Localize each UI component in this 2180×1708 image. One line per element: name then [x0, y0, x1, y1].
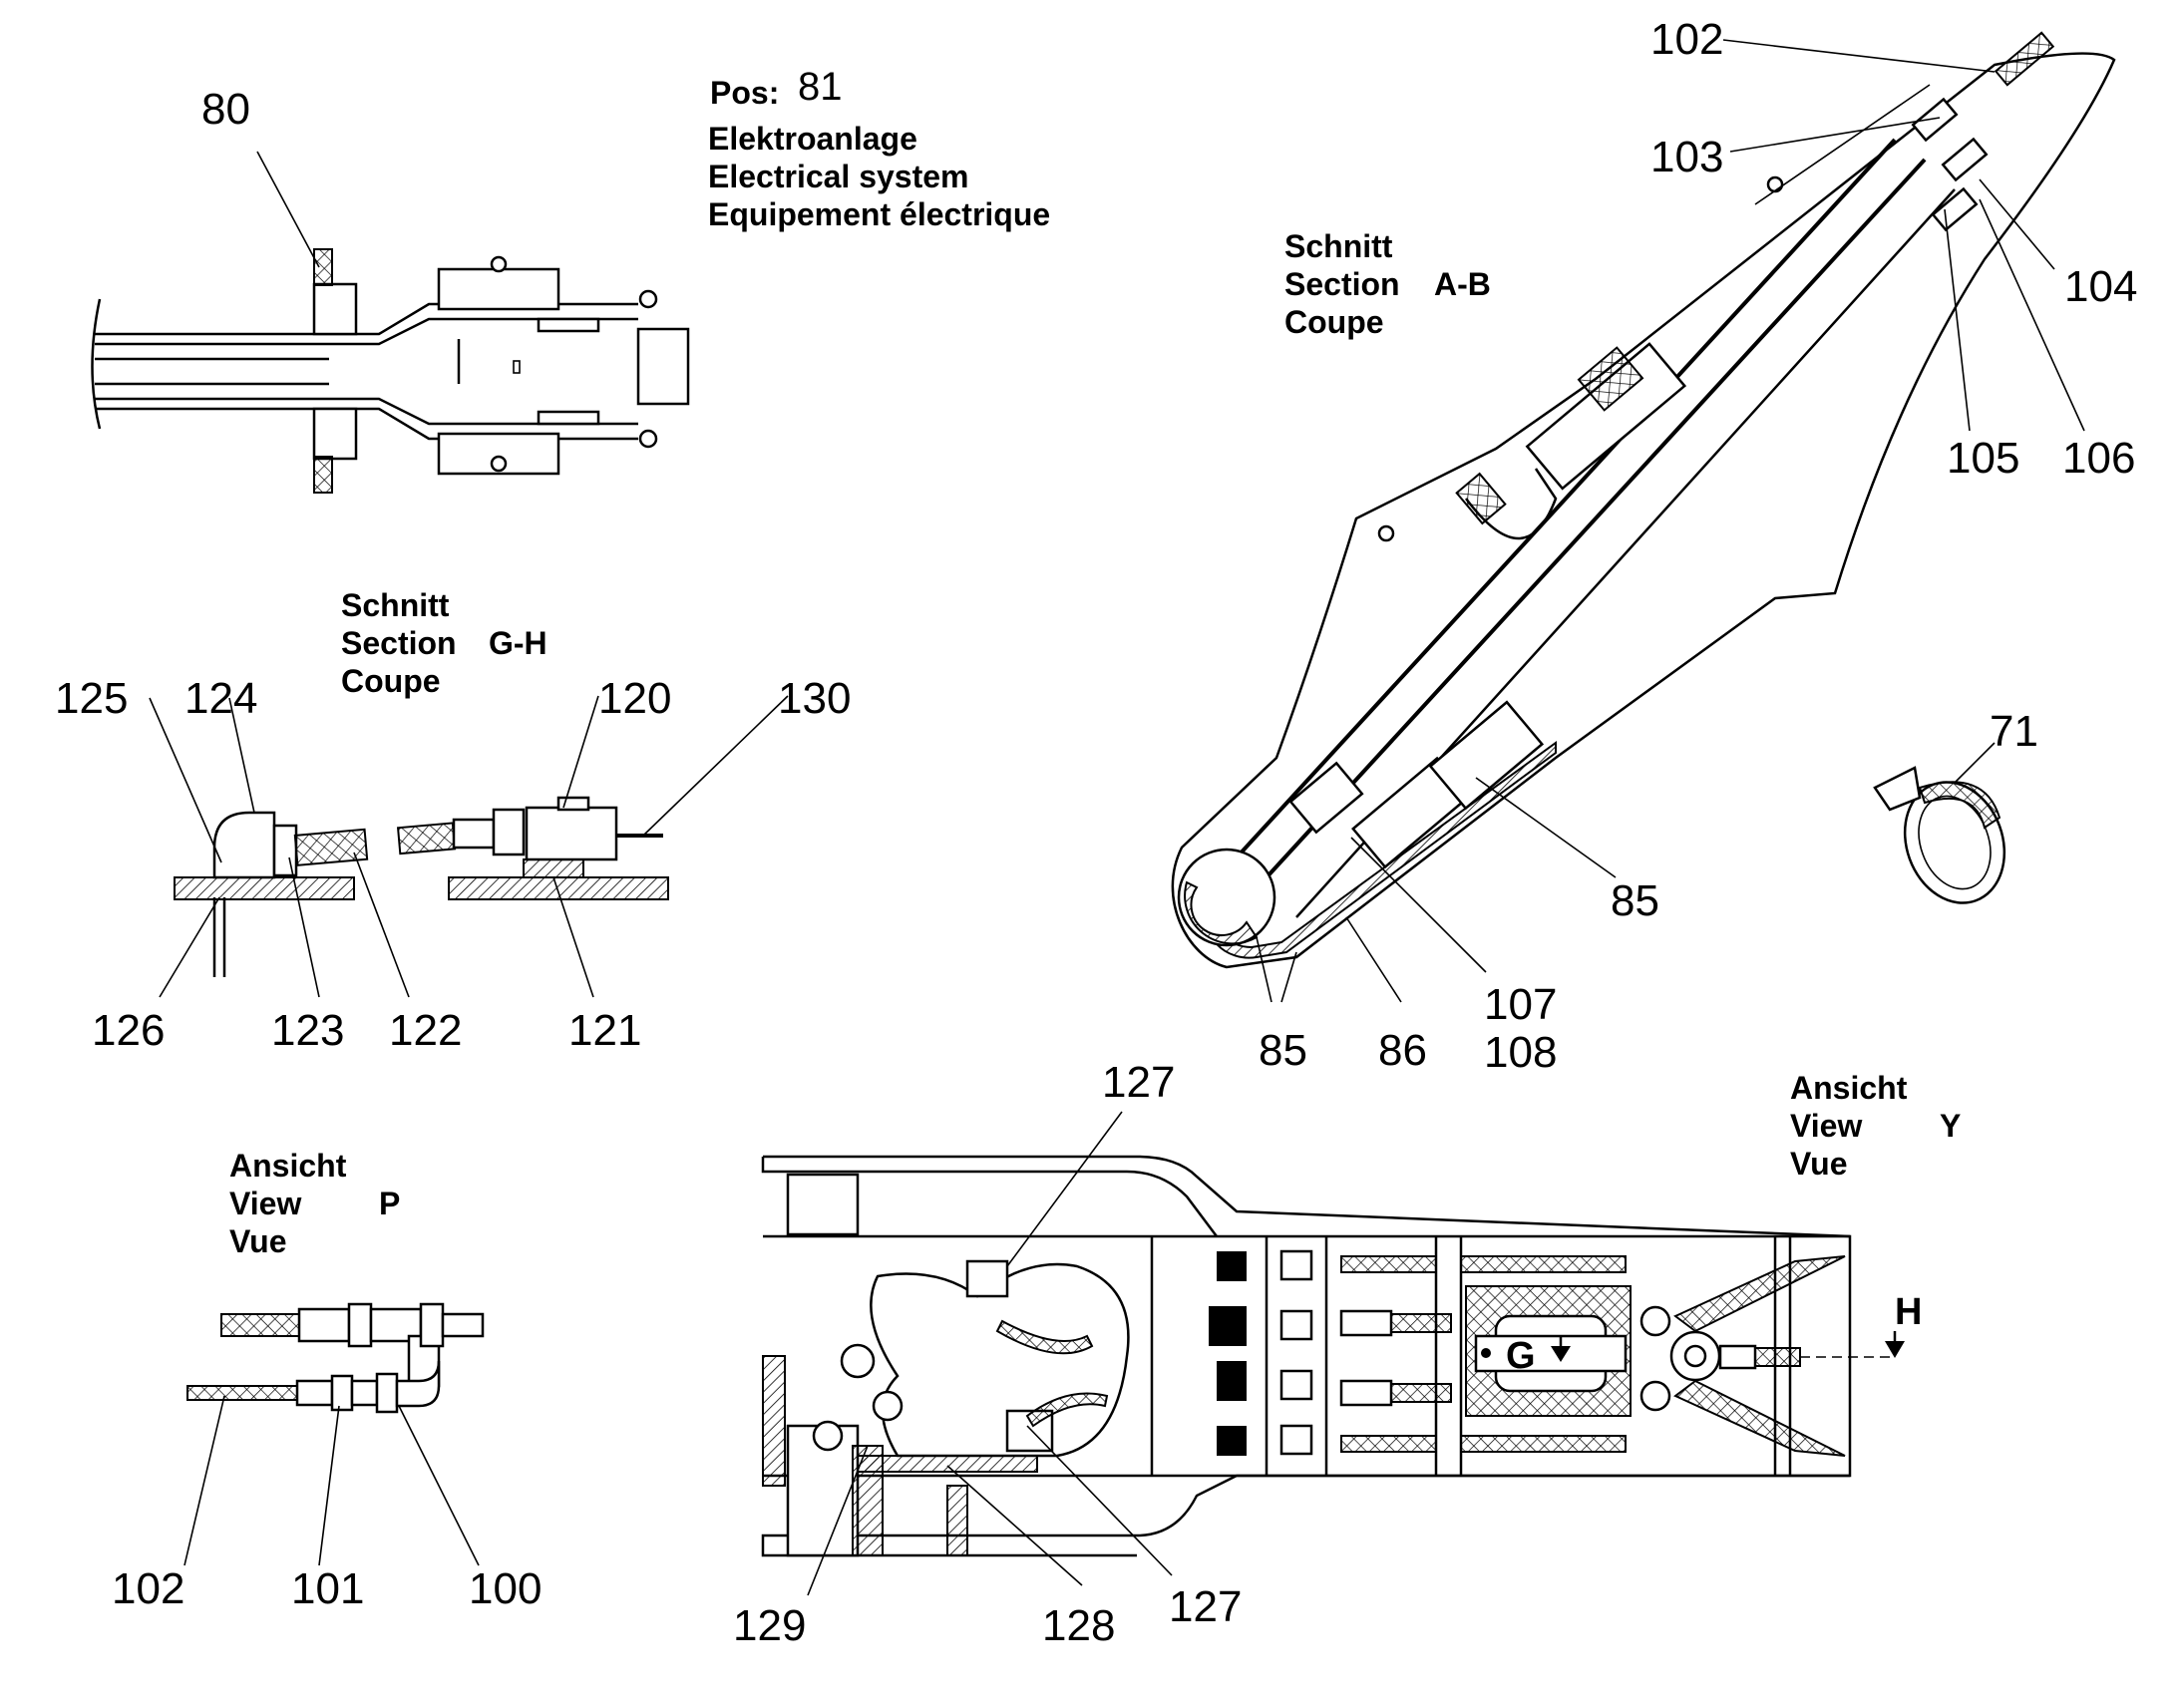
section-gh-id: G-H: [489, 625, 547, 661]
section-ab-en: Section: [1284, 266, 1400, 302]
callout-127-bottom: 127: [1169, 1582, 1242, 1631]
section-gh-de: Schnitt: [341, 587, 450, 623]
callout-71: 71: [1990, 707, 2038, 756]
section-marker-g: G: [1506, 1335, 1536, 1377]
callout-103: 103: [1650, 133, 1723, 181]
callout-86: 86: [1378, 1026, 1427, 1075]
pos-label: Pos:: [710, 75, 779, 111]
callout-120: 120: [598, 674, 671, 723]
view-p-drawing: [186, 1302, 485, 1414]
callout-107: 107: [1484, 980, 1557, 1029]
title-en: Electrical system: [708, 159, 969, 194]
section-gh-fr: Coupe: [341, 663, 441, 699]
title-fr: Equipement électrique: [708, 196, 1050, 232]
section-marker-h: H: [1895, 1291, 1922, 1333]
view-y-fr: Vue: [1790, 1146, 1848, 1182]
callout-105: 105: [1947, 434, 2019, 483]
clamp-ring-71: [1873, 766, 2006, 904]
section-gh-en: Section: [341, 625, 457, 661]
callout-124: 124: [184, 674, 257, 723]
callout-85-right: 85: [1611, 876, 1659, 925]
callout-126: 126: [92, 1006, 165, 1055]
callout-130: 130: [778, 674, 851, 723]
callout-106: 106: [2062, 434, 2135, 483]
title-de: Elektroanlage: [708, 121, 917, 157]
callout-108: 108: [1484, 1028, 1557, 1077]
callout-129: 129: [733, 1601, 806, 1650]
pos-number: 81: [798, 65, 843, 109]
section-ab-id: A-B: [1434, 266, 1491, 302]
section-ab-fr: Coupe: [1284, 304, 1384, 340]
view-p-fr: Vue: [229, 1223, 287, 1259]
callout-127-top: 127: [1102, 1058, 1175, 1107]
view-y-en: View: [1790, 1108, 1862, 1144]
section-gh-drawing: [174, 796, 669, 977]
view-y-drawing: [761, 1155, 1905, 1557]
callout-102-bottom: 102: [112, 1564, 184, 1613]
view-p-en: View: [229, 1186, 301, 1221]
callout-125: 125: [55, 674, 128, 723]
callout-102-top: 102: [1650, 15, 1723, 64]
view-p-id: P: [379, 1186, 400, 1221]
callout-123: 123: [271, 1006, 344, 1055]
view-y-de: Ansicht: [1790, 1070, 1908, 1106]
callout-100: 100: [469, 1564, 542, 1613]
callout-128: 128: [1042, 1601, 1115, 1650]
view-y-id: Y: [1940, 1108, 1961, 1144]
section-ab-drawing: [1171, 31, 2116, 969]
callout-80: 80: [201, 85, 250, 134]
view-p-de: Ansicht: [229, 1148, 347, 1184]
boom-top-view: [91, 248, 690, 494]
section-ab-de: Schnitt: [1284, 228, 1393, 264]
callout-122: 122: [389, 1006, 462, 1055]
callout-101: 101: [291, 1564, 364, 1613]
callout-104: 104: [2064, 262, 2137, 311]
callout-85-bottom: 85: [1259, 1026, 1307, 1075]
callout-121: 121: [568, 1006, 641, 1055]
